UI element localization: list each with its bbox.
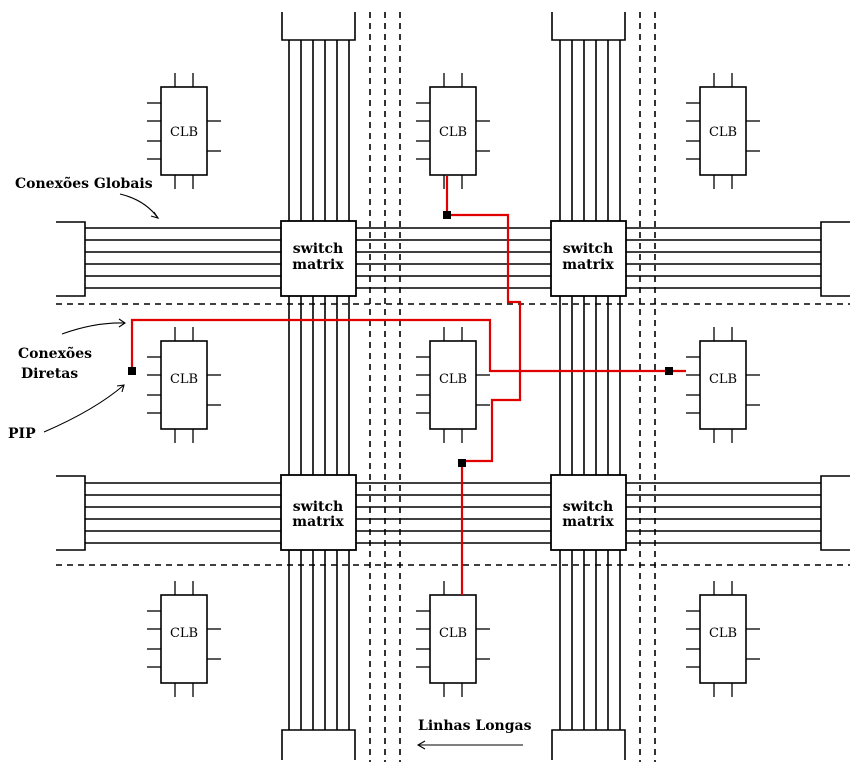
switch-matrix-label: switch [293,241,343,257]
switch-matrix-label: matrix [562,514,614,530]
label-direct-connections-line1: Conexões [18,345,92,362]
clb-r3-c1: CLB [146,580,222,698]
pip-points [128,211,673,467]
clb-label: CLB [439,125,467,140]
annotation-arrows [43,193,523,750]
clb-r1-c2: CLB [415,72,491,190]
clb-label: CLB [709,626,737,641]
clb-label: CLB [709,372,737,387]
switch-matrix-label: switch [563,499,613,515]
switch-matrix-label: matrix [292,514,344,530]
switch-matrix-bottom-right: switch matrix [550,474,627,551]
route-net-b [130,318,686,373]
arrow-global [119,193,159,219]
label-long-lines: Linhas Longas [418,718,532,734]
clb-label: CLB [709,125,737,140]
arrow-direct [61,322,126,335]
route-net-a [445,176,522,595]
clb-label: CLB [170,626,198,641]
clb-r3-c3: CLB [685,580,761,698]
vertical-channel-left [281,12,356,760]
vertical-channel-right [551,12,626,760]
label-pip: PIP [8,426,36,442]
clb-label: CLB [170,125,198,140]
switch-matrix-label: switch [563,241,613,257]
pip-point [128,367,136,375]
pip-point [458,459,466,467]
horizontal-channel-bottom [56,475,850,551]
clb-label: CLB [170,372,198,387]
arrow-pip [43,384,125,433]
clb-r2-c2: CLB [415,326,491,444]
clb-r2-c1: CLB [146,326,222,444]
switch-matrix-label: switch [293,499,343,515]
switch-matrix-bottom-left: switch matrix [280,474,357,551]
switch-matrix-label: matrix [292,257,344,273]
clb-r2-c3: CLB [685,326,761,444]
pip-point [443,211,451,219]
label-direct-connections-line2: Diretas [21,366,78,382]
horizontal-channel-top [56,221,850,297]
switch-matrix-top-left: switch matrix [280,220,357,297]
clb-label: CLB [439,372,467,387]
clb-r1-c1: CLB [146,72,222,190]
switch-matrix-label: matrix [562,257,614,273]
clb-label: CLB [439,626,467,641]
clb-r1-c3: CLB [685,72,761,190]
switch-matrix-top-right: switch matrix [550,220,627,297]
pip-point [665,367,673,375]
label-global-connections: Conexões Globais [15,175,153,192]
clb-r3-c2: CLB [415,580,491,698]
long-lines [56,12,850,762]
